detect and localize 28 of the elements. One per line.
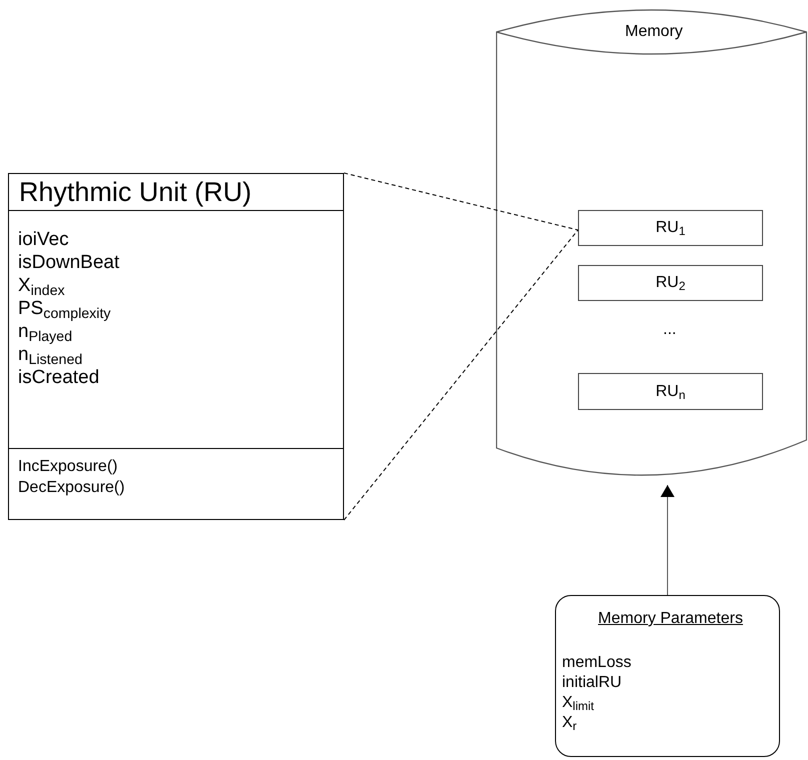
ru-box — [578, 373, 763, 410]
ellipsis-text: ... — [663, 320, 676, 340]
class-box — [8, 173, 344, 520]
attribute-text: isDownBeat — [18, 251, 120, 274]
parameter-text: X$_{limit}$ — [562, 693, 594, 713]
parameter-text: memLoss — [562, 653, 632, 673]
attribute-text: n$_{Played}$ — [18, 321, 72, 343]
dashed-connector — [344, 230, 578, 520]
attribute-text: ioiVec — [18, 228, 69, 251]
parameters-heading: Memory Parameters — [598, 609, 743, 629]
arrow — [660, 484, 674, 596]
class-name: Rhythmic Unit (RU) — [19, 176, 252, 209]
ru-label: RU$_{n}$ — [656, 382, 686, 402]
ru-label: RU$_{2}$ — [656, 273, 686, 293]
ru-box — [578, 265, 763, 301]
parameter-text: initialRU — [562, 673, 622, 693]
ru-label: RU$_{1}$ — [656, 218, 686, 238]
attribute-text: n$_{Listened}$ — [18, 344, 82, 366]
memory-title: Memory — [625, 22, 683, 42]
attribute-text: PS$_{complexity}$ — [18, 297, 111, 320]
ru-box — [578, 210, 763, 246]
attribute-text: X$_{index}$ — [18, 274, 65, 297]
dashed-connector — [344, 172, 578, 230]
method-text: DecExposure() — [18, 478, 125, 498]
parameter-text: X$_{r}$ — [562, 713, 577, 733]
parameters-box — [555, 595, 780, 757]
attribute-text: isCreated — [18, 366, 100, 389]
method-text: IncExposure() — [18, 457, 118, 477]
